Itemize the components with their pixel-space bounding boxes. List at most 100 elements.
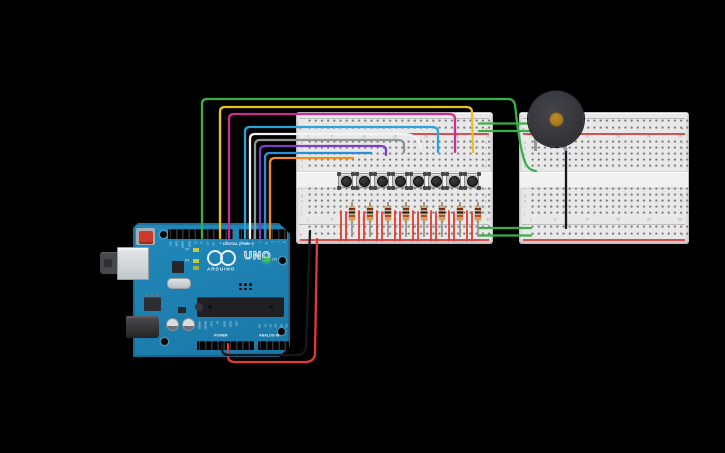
wire-btn1-signal[interactable] [268, 156, 355, 240]
pushbutton-cap[interactable] [376, 175, 388, 187]
pushbutton-cap[interactable] [412, 175, 424, 187]
power-header[interactable] [197, 341, 254, 350]
pin-label: 0 [283, 241, 287, 243]
pushbutton-leg [476, 185, 481, 190]
rail-plus-symbol: + [681, 126, 684, 132]
mounting-hole [278, 328, 285, 335]
wire-btn5-signal[interactable] [248, 132, 423, 240]
pushbutton-cap[interactable] [448, 175, 460, 187]
pushbutton-cap[interactable] [466, 175, 478, 187]
icsp-pin [244, 283, 247, 286]
column-number: 30 [486, 217, 491, 222]
column-number: 15 [616, 134, 621, 139]
pushbutton[interactable] [337, 172, 355, 190]
pushbutton[interactable] [463, 172, 481, 190]
pushbutton[interactable] [391, 172, 409, 190]
row-letter: e [524, 164, 527, 169]
icsp-pin [239, 287, 242, 291]
icsp-pin [249, 283, 252, 286]
wire-arduino-5v[interactable] [226, 237, 319, 364]
pin-label: ~5 [252, 241, 256, 245]
buzzer-center-pin [549, 112, 563, 126]
regulator-leg [156, 293, 158, 297]
row-letter: j [681, 211, 682, 216]
pin-label: 4 [258, 241, 262, 243]
arduino-logo-icon [220, 250, 236, 266]
resistor[interactable] [421, 206, 427, 221]
digital-header-left[interactable] [168, 229, 233, 239]
pushbutton[interactable] [445, 172, 463, 190]
wire-btn2-signal[interactable] [263, 151, 373, 240]
row-letter: c [524, 152, 526, 157]
pin-label: 3.3V [210, 321, 214, 327]
regulator-leg [151, 293, 153, 297]
row-letter: h [524, 199, 527, 204]
piezo-buzzer[interactable] [528, 91, 584, 147]
pushbutton[interactable] [427, 172, 445, 190]
resistor[interactable] [403, 206, 409, 221]
pin-label: A3 [274, 324, 278, 328]
pushbutton-cap[interactable] [358, 175, 370, 187]
column-number: 25 [678, 134, 683, 139]
pushbutton-leg [391, 172, 395, 176]
rail-line-plus [523, 133, 685, 135]
wire-btn4-signal[interactable] [253, 138, 406, 240]
resistor[interactable] [475, 206, 481, 221]
row-letter: e [485, 164, 488, 169]
wire-btn6-signal[interactable] [243, 125, 440, 240]
column-number: 1 [529, 134, 532, 139]
on-label: ON [272, 257, 277, 262]
pin-label: IOREF [197, 321, 201, 330]
pushbutton-leg [355, 185, 359, 190]
breadboard-right[interactable]: −+−+−+−+11551010151520202525aabbccddeeff… [520, 113, 693, 243]
row-letter: g [524, 193, 527, 198]
pushbutton[interactable] [409, 172, 427, 190]
capacitor [183, 319, 194, 330]
pushbutton-cap[interactable] [394, 175, 406, 187]
model-label: UNO [244, 250, 272, 262]
pushbutton[interactable] [373, 172, 391, 190]
resistor[interactable] [349, 206, 355, 221]
digital-header-right[interactable] [239, 229, 287, 239]
row-letter: c [681, 152, 683, 157]
rail-plus-symbol: + [299, 232, 302, 238]
hole-grid-bottom [531, 187, 693, 217]
wire-btn3-signal[interactable] [258, 144, 388, 240]
regulator-leg [146, 293, 148, 297]
pin-label: A1 [263, 324, 267, 328]
pushbutton-leg [440, 172, 445, 176]
icsp-header [239, 283, 253, 292]
rx-label: RX [185, 258, 190, 263]
chip-dot [208, 305, 212, 309]
icsp-pin [244, 287, 247, 291]
resistor[interactable] [385, 206, 391, 221]
column-number: 20 [647, 134, 652, 139]
row-letter: f [524, 187, 526, 192]
rail-minus-symbol: − [485, 221, 488, 227]
column-number: 5 [554, 217, 557, 222]
pushbutton-leg [445, 172, 449, 176]
pushbutton[interactable] [355, 172, 373, 190]
column-number: 25 [678, 217, 683, 222]
row-letter: e [681, 164, 684, 169]
row-letter: d [485, 158, 488, 163]
resistor[interactable] [439, 206, 445, 221]
pin-label: GND [187, 241, 191, 248]
analog-header[interactable] [258, 341, 289, 350]
pushbutton-cap[interactable] [340, 175, 352, 187]
wire-btn8-signal[interactable] [218, 105, 475, 240]
wire-buzzer-signal[interactable] [200, 97, 538, 240]
reset-button[interactable] [138, 230, 153, 244]
wire-arduino-gnd[interactable] [220, 229, 312, 357]
resistor[interactable] [367, 206, 373, 221]
row-letter: b [301, 146, 304, 151]
rx-led [193, 259, 199, 263]
column-number: 1 [306, 217, 309, 222]
pushbutton-cap[interactable] [430, 175, 442, 187]
small-chip [178, 307, 186, 313]
wire-btn7-signal[interactable] [227, 112, 457, 240]
crystal-oscillator [167, 278, 191, 289]
resistor[interactable] [457, 206, 463, 221]
